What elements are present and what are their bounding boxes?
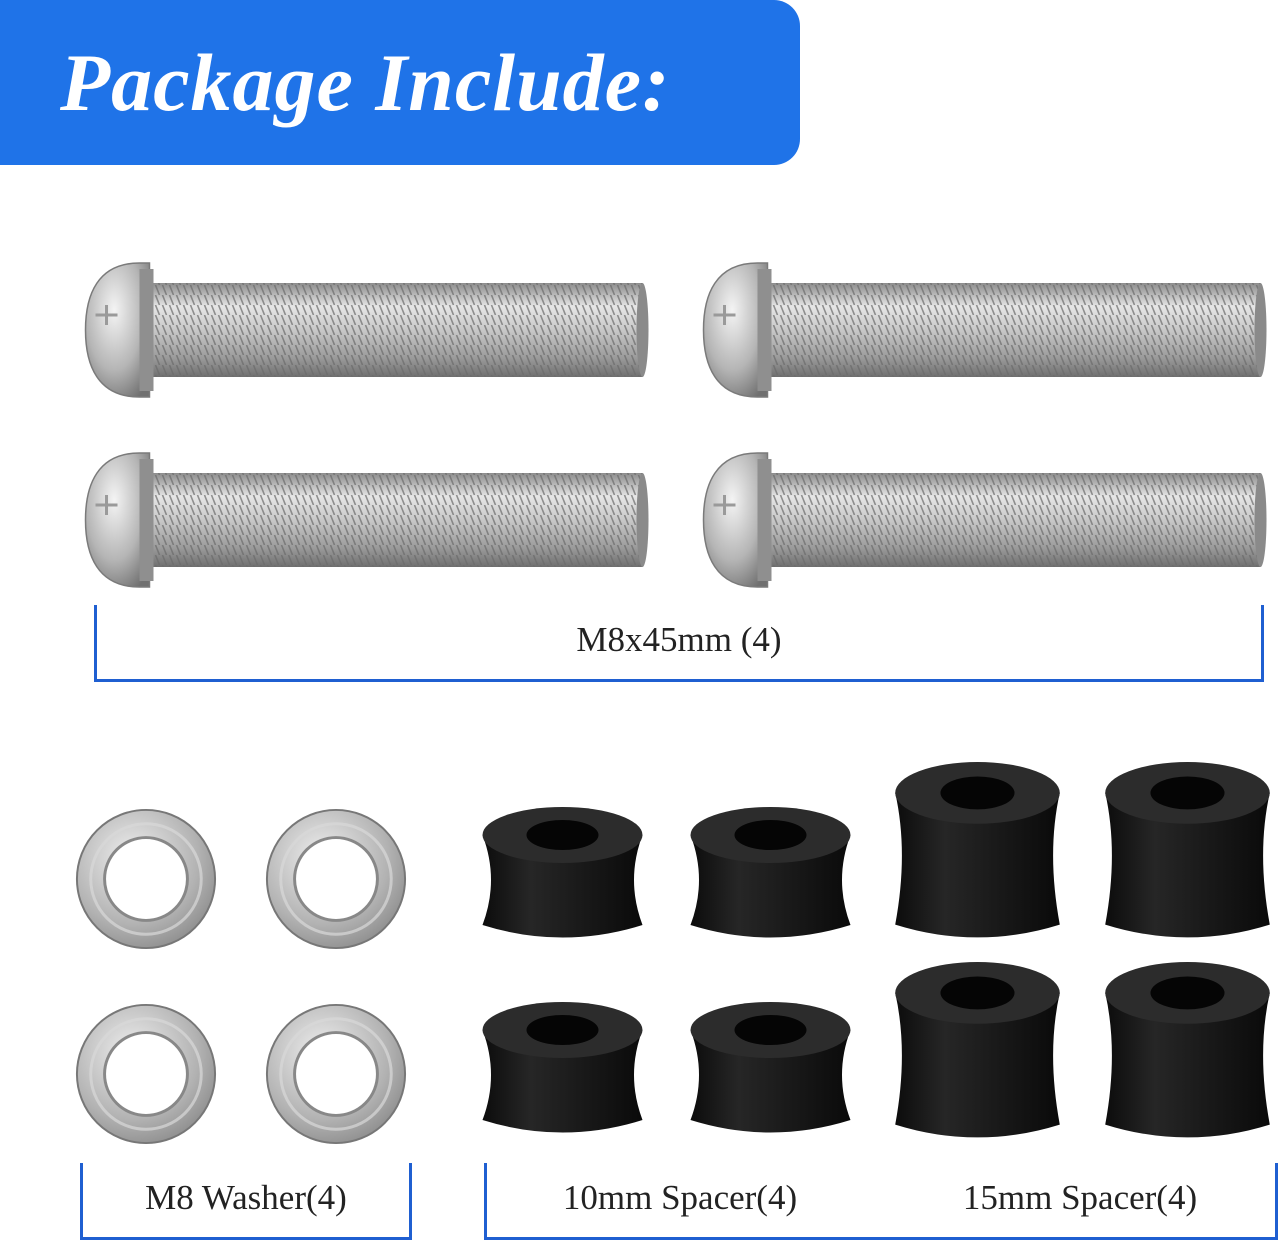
header-title: Package Include:	[60, 37, 671, 128]
header-banner: Package Include:	[0, 0, 800, 165]
bolts-bracket	[94, 605, 1264, 682]
spacer-10mm-image	[683, 1000, 858, 1135]
washer-image	[72, 1000, 220, 1148]
bolt-image	[75, 255, 650, 405]
spacer-15mm-image	[1100, 960, 1275, 1140]
spacer-15mm-image	[890, 960, 1065, 1140]
washer-image	[72, 805, 220, 953]
spacer-10mm-image	[475, 1000, 650, 1135]
spacer-15mm-image	[1100, 760, 1275, 940]
washer-image	[262, 1000, 410, 1148]
spacer-15mm-image	[890, 760, 1065, 940]
spacer-10mm-image	[475, 805, 650, 940]
spacers-bracket	[484, 1163, 1278, 1240]
bolt-image	[693, 255, 1268, 405]
bolts-label: M8x45mm (4)	[576, 620, 782, 659]
washer-image	[262, 805, 410, 953]
spacer-10mm-image	[683, 805, 858, 940]
spacers-15mm-label: 15mm Spacer(4)	[962, 1178, 1198, 1217]
bolt-image	[693, 445, 1268, 595]
washers-bracket	[80, 1163, 412, 1240]
bolt-image	[75, 445, 650, 595]
washers-label: M8 Washer(4)	[145, 1178, 347, 1217]
spacers-10mm-label: 10mm Spacer(4)	[562, 1178, 798, 1217]
